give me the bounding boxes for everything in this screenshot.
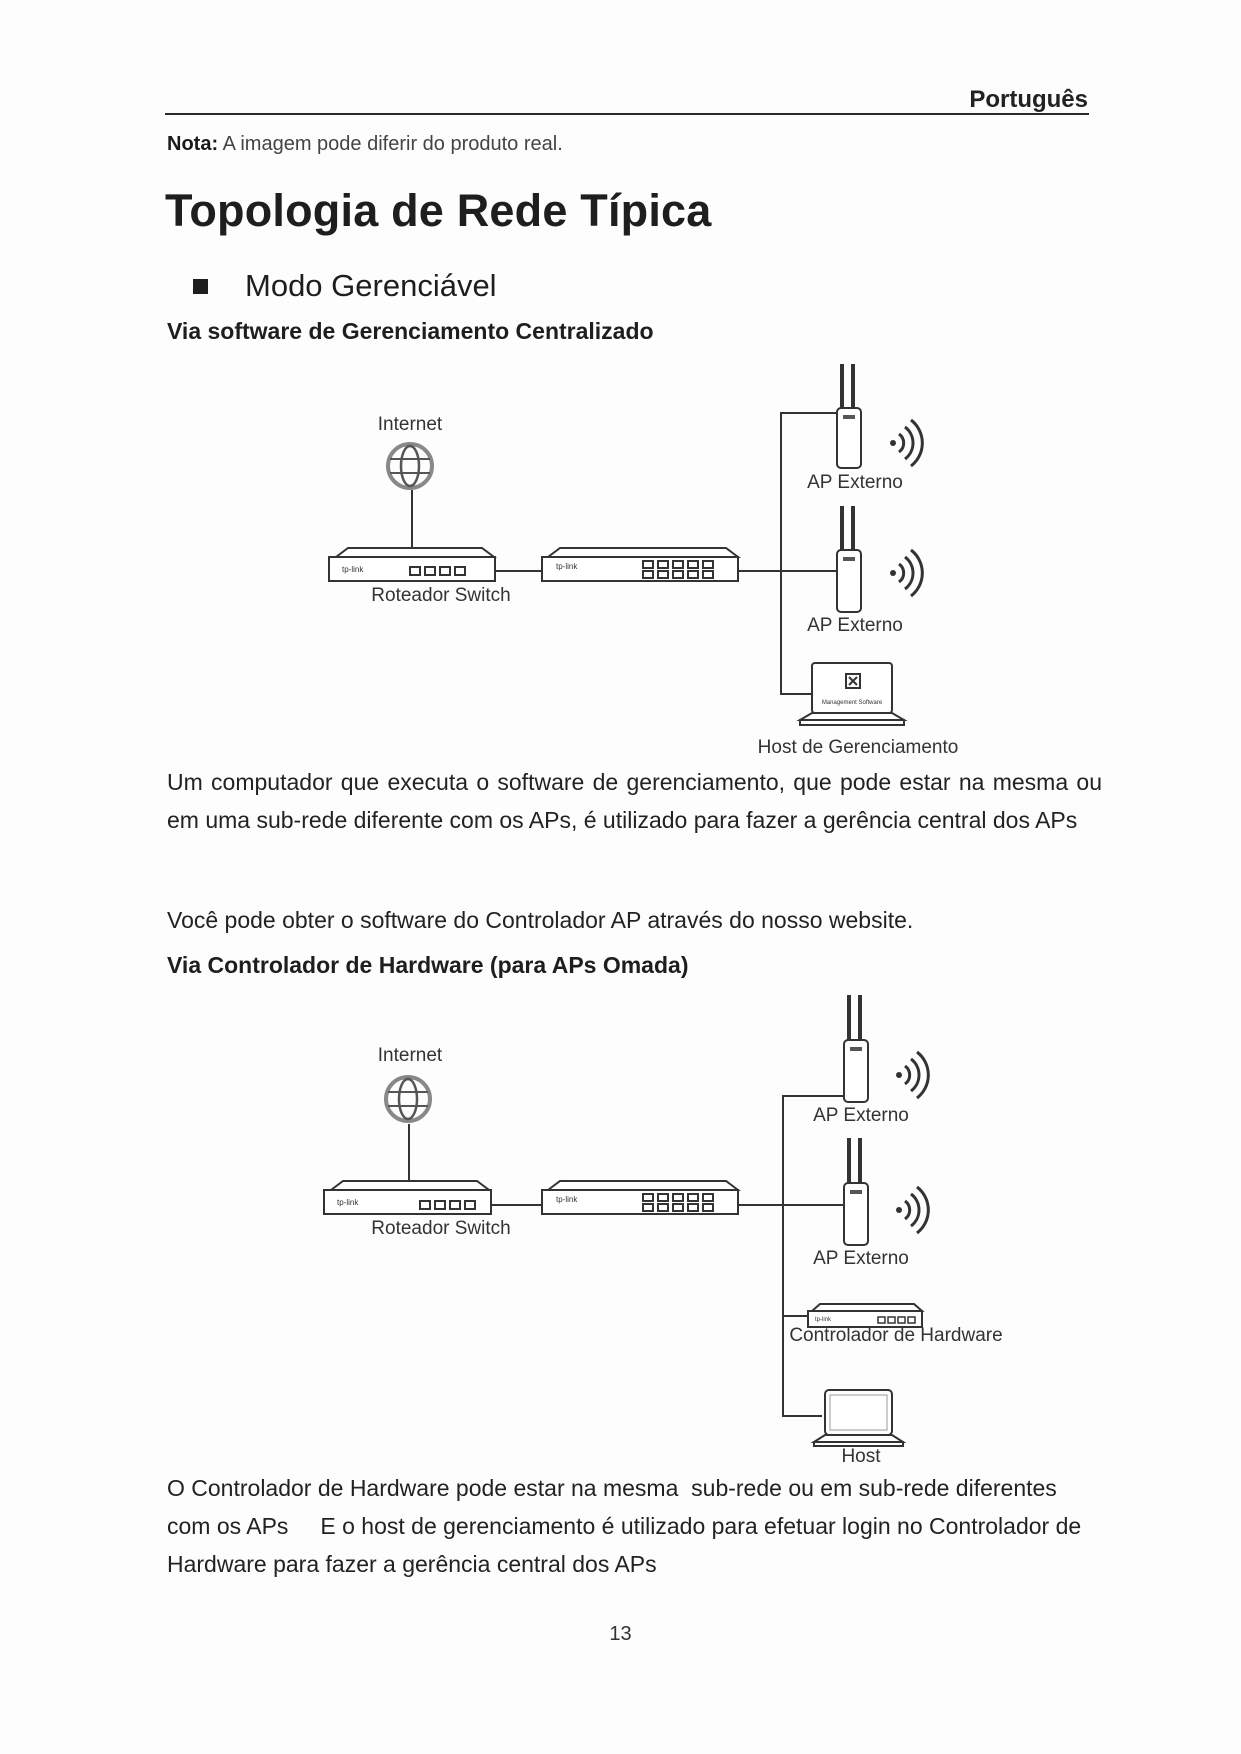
diagram2-ap1-label: AP Externo	[813, 1105, 909, 1126]
diagram2-heading: Via Controlador de Hardware (para APs Om…	[167, 952, 688, 979]
wifi-signal-icon	[896, 1187, 928, 1233]
diagram2-internet-label: Internet	[378, 1045, 443, 1066]
router-device-icon: tp-link	[329, 548, 495, 581]
diagram2-controller-label: Controlador de Hardware	[789, 1325, 1002, 1346]
outdoor-ap-icon	[837, 506, 861, 612]
wifi-signal-icon	[890, 420, 922, 466]
router-brand-logo: tp-link	[342, 565, 364, 574]
internet-globe-icon	[386, 1077, 430, 1121]
internet-globe-icon	[388, 444, 432, 488]
switch-device-icon: tp-link	[542, 548, 738, 581]
hardware-controller-icon: tp-link	[808, 1304, 922, 1327]
diagram1-internet-label: Internet	[378, 414, 443, 435]
diagram2-links	[409, 1096, 845, 1416]
diagram2-router-switch-label: Roteador Switch	[371, 1218, 510, 1239]
outdoor-ap-icon	[844, 995, 868, 1102]
laptop-icon	[814, 1390, 903, 1446]
outdoor-ap-icon	[837, 364, 861, 468]
switch-brand-logo: tp-link	[556, 1195, 578, 1204]
switch-brand-logo: tp-link	[556, 562, 578, 571]
paragraph-hardware-controller: O Controlador de Hardware pode estar na …	[167, 1469, 1102, 1583]
paragraph-software-controller: Um computador que executa o software de …	[167, 763, 1102, 839]
diagram2-host-label: Host	[841, 1446, 881, 1467]
page-number: 13	[0, 1623, 1241, 1646]
bus-line	[781, 413, 838, 694]
wifi-signal-icon	[896, 1052, 928, 1098]
router-device-icon: tp-link	[324, 1181, 491, 1214]
laptop-icon: Management Software	[800, 663, 904, 725]
wifi-signal-icon	[890, 550, 922, 596]
diagram2-ap2-label: AP Externo	[813, 1248, 909, 1269]
outdoor-ap-icon	[844, 1138, 868, 1245]
router-brand-logo: tp-link	[337, 1198, 359, 1207]
diagram1-host-label: Host de Gerenciamento	[758, 737, 959, 758]
paragraph-website: Você pode obter o software do Controlado…	[167, 901, 1102, 939]
management-software-screen-text: Management Software	[822, 700, 883, 706]
diagram1-ap1-label: AP Externo	[807, 472, 903, 493]
diagram1-ap2-label: AP Externo	[807, 615, 903, 636]
diagram1-router-switch-label: Roteador Switch	[371, 585, 510, 606]
controller-brand-logo: tp-link	[815, 1317, 832, 1323]
switch-device-icon: tp-link	[542, 1181, 738, 1214]
